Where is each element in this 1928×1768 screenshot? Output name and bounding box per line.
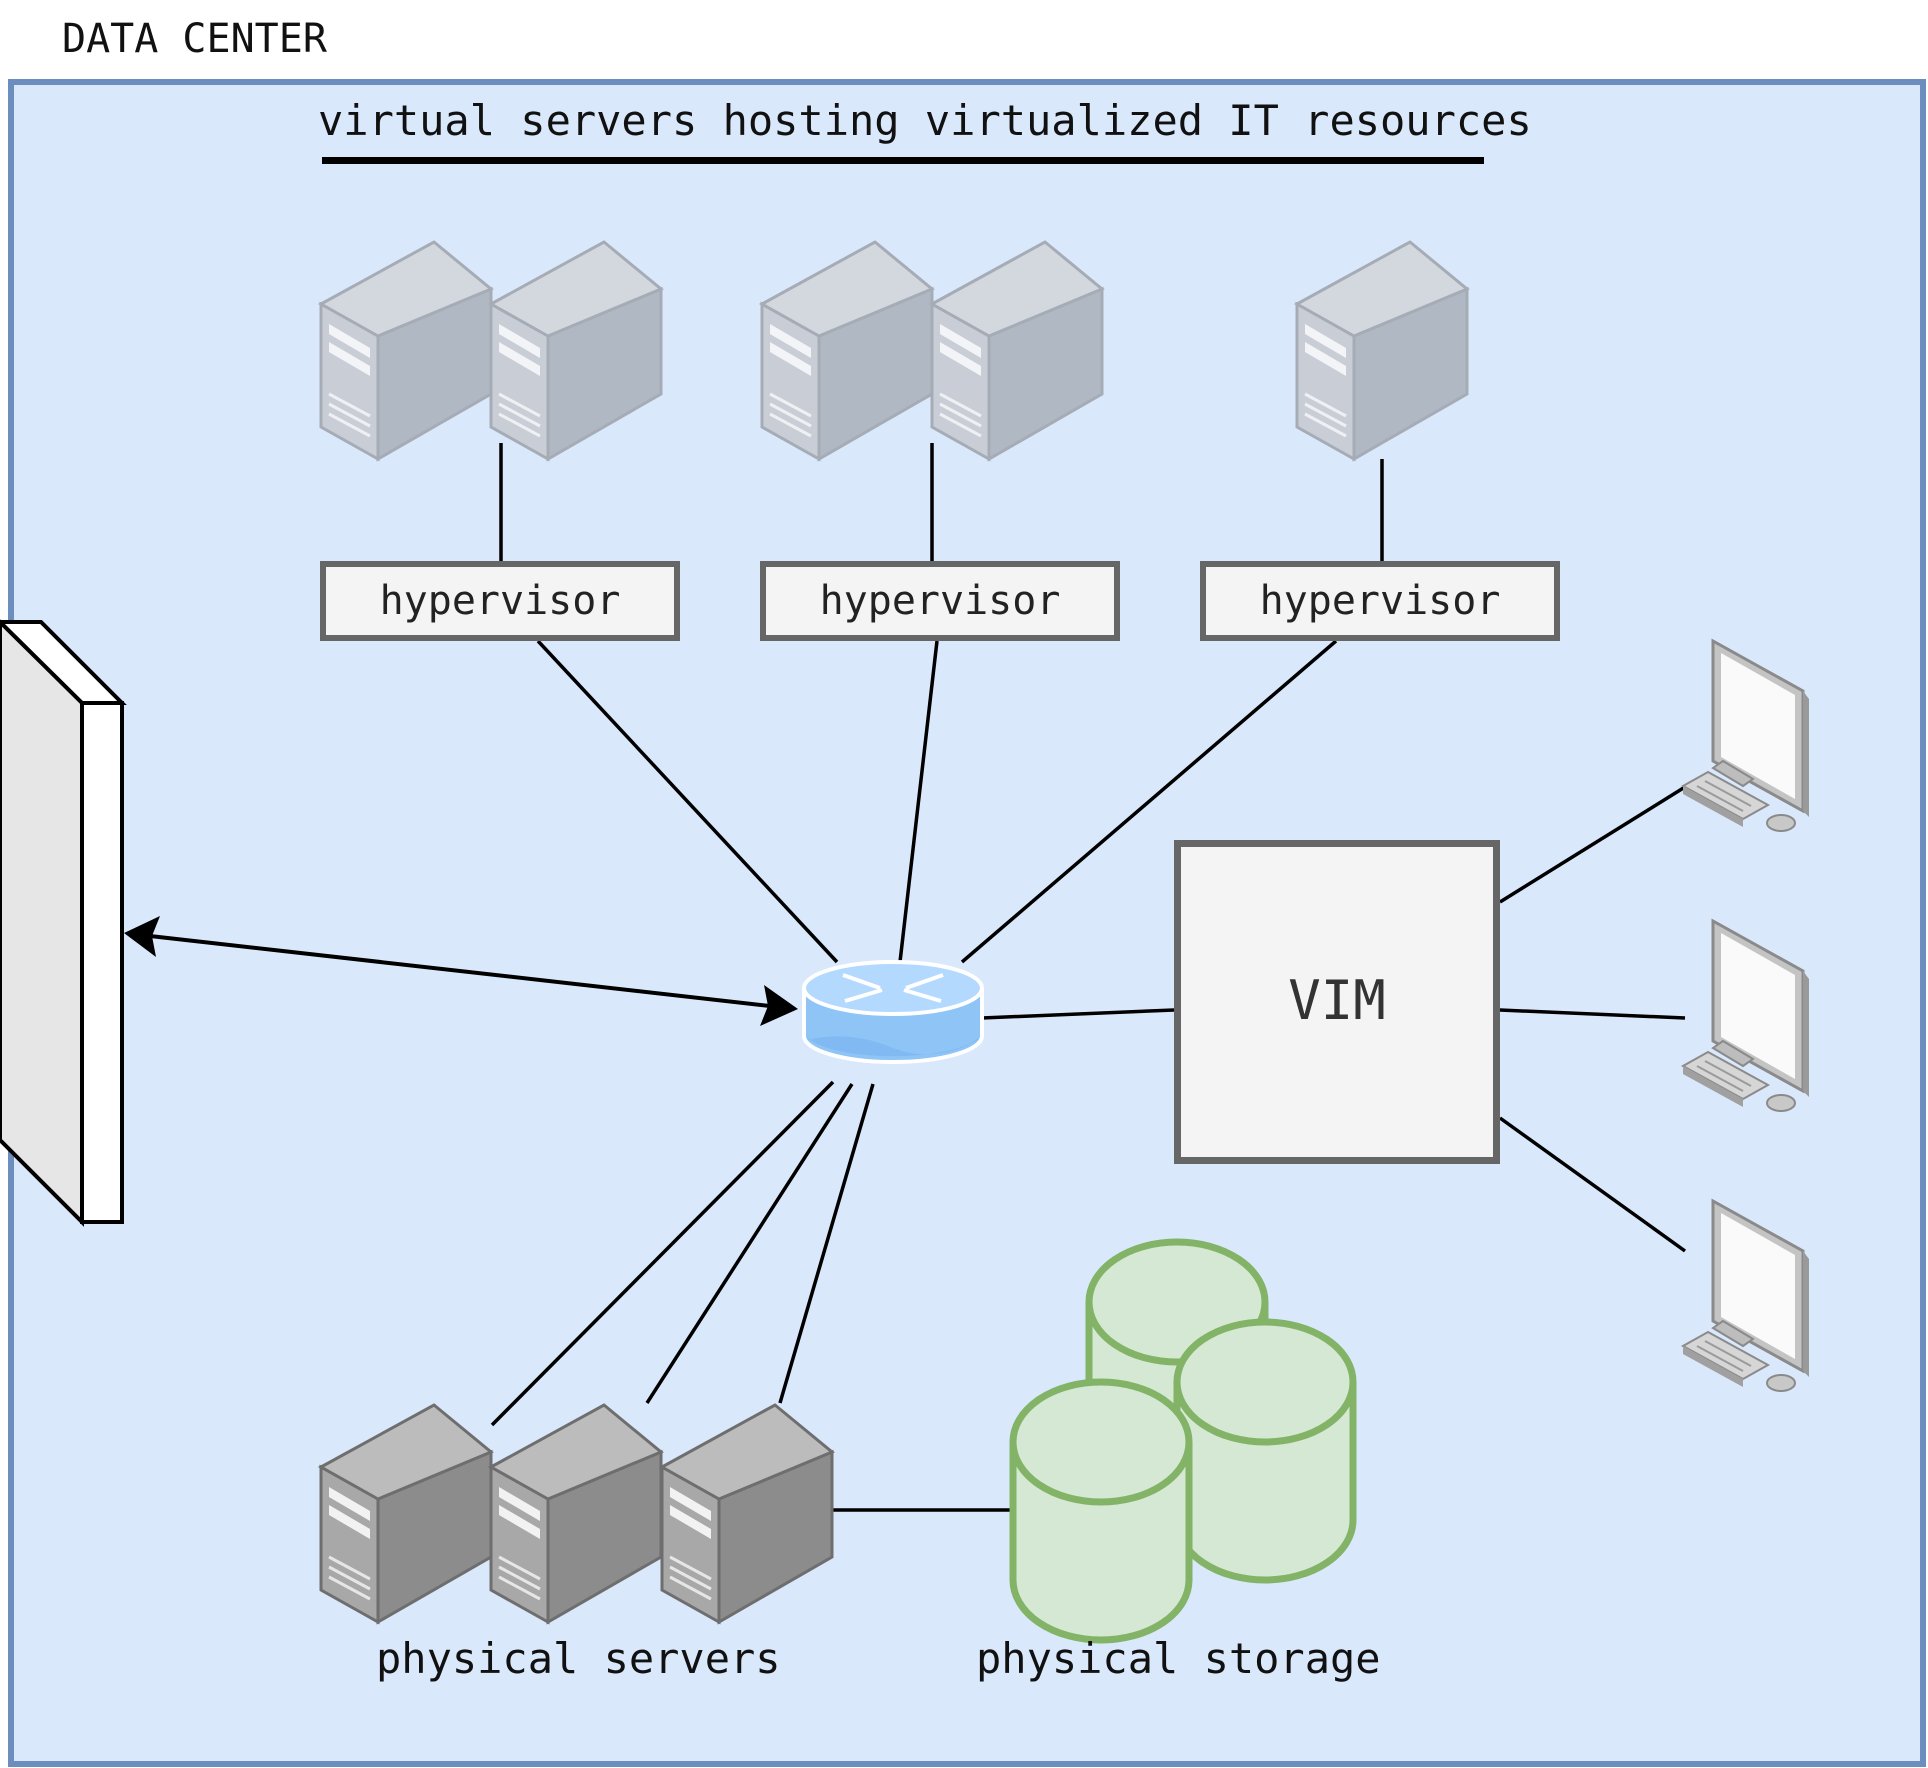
edge-router-pserver1 [490,1080,835,1427]
edge-hypervisor3-router [960,639,1338,964]
hypervisor-label: hypervisor [819,578,1061,624]
hypervisor-box-1: hypervisor [320,561,680,641]
virtual-servers-title: virtual servers hosting virtualized IT r… [318,96,1532,145]
storage-cylinder-group [1009,1238,1357,1644]
storage-cylinder-icon [1009,1378,1193,1644]
connection-lines [490,443,1687,1512]
data-center-label: DATA CENTER [62,16,327,62]
physical-storage-label: physical storage [976,1634,1381,1683]
edge-router-pserver3 [778,1083,875,1404]
bidirectional-arrow [124,916,798,1026]
hypervisor-label: hypervisor [379,578,621,624]
hypervisor-box-2: hypervisor [760,561,1120,641]
edge-router-pserver2 [645,1083,854,1404]
storage-cylinder-icon [1173,1318,1357,1584]
external-wall-icon [0,619,127,1227]
edge-hypervisor2-router [898,640,939,963]
vim-label: VIM [1288,969,1386,1032]
physical-servers-label: physical servers [376,1634,781,1683]
edge-router-vim [981,1008,1175,1020]
edge-vim-workstation3 [1498,1116,1687,1253]
hypervisor-box-3: hypervisor [1200,561,1560,641]
vim-box: VIM [1174,840,1500,1164]
edge-vim-workstation1 [1499,785,1686,904]
edge-hypervisor1-router [536,639,839,964]
router-icon [802,960,984,1064]
edge-vim-workstation2 [1499,1008,1686,1020]
physical-server-group [319,1403,834,1624]
hypervisor-label: hypervisor [1259,578,1501,624]
virtual-servers-underline [322,157,1484,164]
